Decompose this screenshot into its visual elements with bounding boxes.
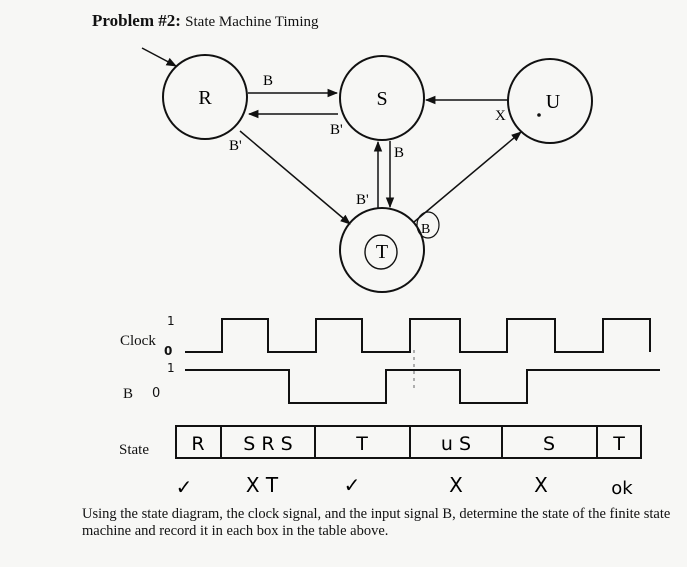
state-r-label: R: [198, 87, 212, 109]
table-cell-1: R: [191, 433, 204, 455]
grade-mark-3: ✓: [344, 473, 361, 497]
edge-t-to-s-label: B': [356, 192, 369, 208]
state-u-circle: [507, 58, 593, 144]
table-cell-2: S R S: [243, 433, 292, 455]
clock-label: Clock: [120, 333, 156, 349]
instructions-text: Using the state diagram, the clock signa…: [82, 506, 671, 539]
entry-arrow: [141, 47, 177, 67]
state-u-label: U: [546, 91, 561, 113]
b-handdrawn-circle: [416, 211, 440, 239]
grade-mark-4: X: [449, 473, 463, 497]
state-t-label: T: [376, 241, 388, 263]
problem-subtitle: State Machine Timing: [185, 14, 319, 30]
table-cell-6: T: [612, 433, 625, 455]
clock-waveform: [185, 318, 651, 353]
grade-mark-5: X: [534, 473, 548, 497]
problem-title: Problem #2: State Machine Timing: [92, 11, 319, 31]
table-cell-5: S: [543, 433, 555, 455]
state-table-label: State: [119, 442, 149, 458]
grade-mark-2: X T: [246, 473, 279, 497]
clock-high-mark: 1: [167, 314, 175, 328]
edge-u-to-s-label: X: [495, 108, 506, 124]
edge-t-to-u-label: B: [421, 222, 430, 237]
table-cell-3: T: [355, 433, 368, 455]
grade-mark-1: ✓: [176, 475, 193, 499]
state-r-circle: [162, 54, 248, 140]
t-handdrawn-circle: [364, 234, 398, 270]
edge-s-to-t-label: B: [394, 145, 404, 161]
clock-low-mark: 0: [164, 344, 173, 358]
b-low-mark: 0: [152, 386, 161, 401]
b-label: B: [123, 386, 134, 402]
table-cell-4: u S: [441, 433, 471, 455]
edge-r-to-s-label: B: [263, 73, 273, 89]
state-t-circle: [339, 207, 425, 293]
state-s-label: S: [376, 88, 387, 110]
edge-r-to-t-label: B': [229, 138, 242, 154]
problem-number: Problem #2:: [92, 11, 181, 30]
grade-mark-6: ok: [611, 478, 633, 499]
edge-s-to-r-label: B': [330, 122, 343, 138]
b-high-mark: 1: [167, 361, 175, 375]
state-table-border: [175, 425, 642, 459]
edge-r-to-t: [239, 130, 351, 225]
b-waveform: [185, 369, 660, 404]
u-pen-dot: [537, 113, 541, 117]
state-s-circle: [339, 55, 425, 141]
edge-t-to-u: [413, 131, 522, 223]
